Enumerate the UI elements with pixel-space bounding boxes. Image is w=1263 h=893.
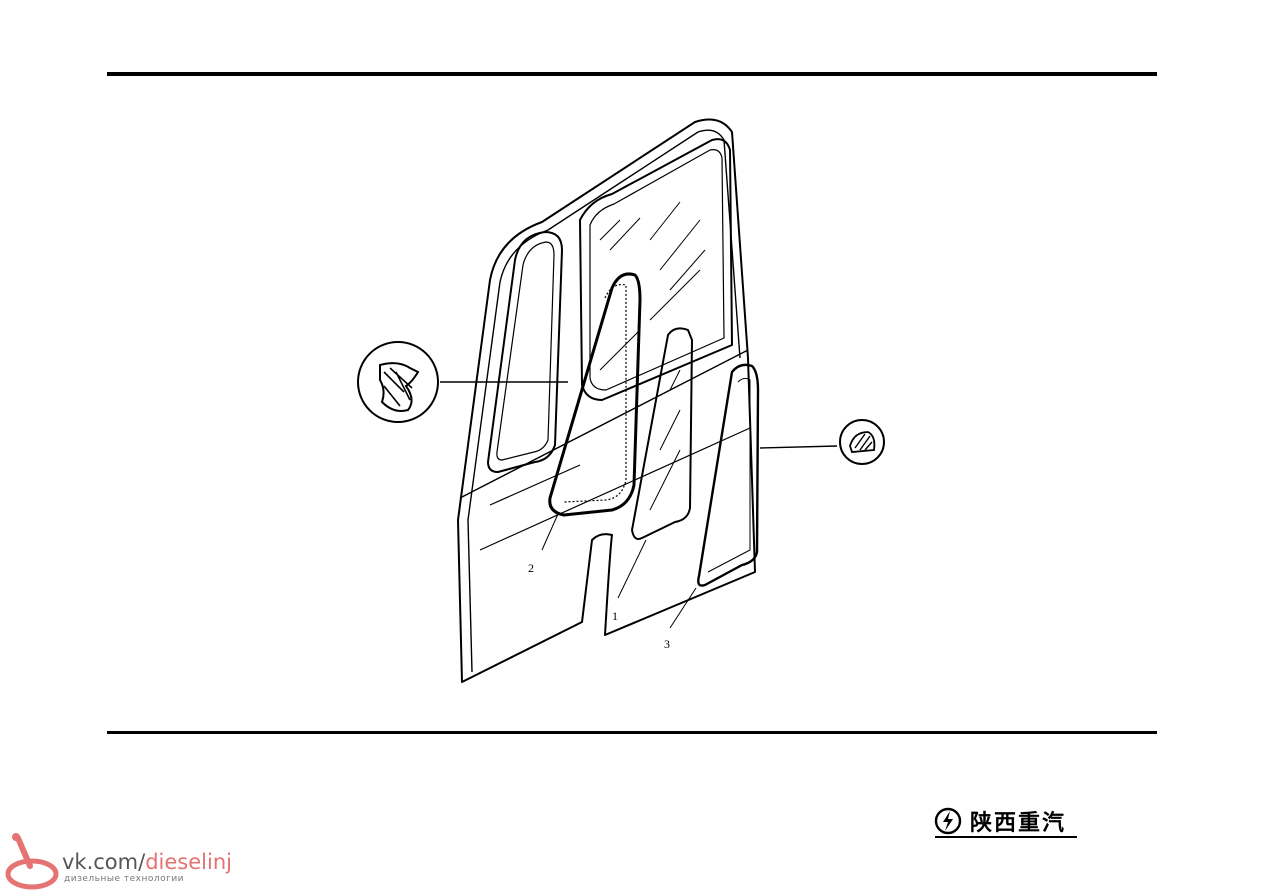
brand-text: 陕西重汽 xyxy=(970,811,1067,836)
glass-1 xyxy=(631,327,693,540)
shacman-logo-icon xyxy=(934,807,962,835)
door-seal-illustration: 2 1 3 xyxy=(357,118,885,683)
main-window-frame xyxy=(579,138,733,401)
section-detail-icon xyxy=(839,419,885,465)
watermark-subtitle: дизельные технологии xyxy=(64,874,185,884)
watermark-text: vk.com/dieselinj xyxy=(62,850,232,874)
callout-2: 2 xyxy=(528,561,534,575)
injector-icon xyxy=(5,833,59,890)
seal-3 xyxy=(697,363,760,587)
callout-3: 3 xyxy=(664,637,670,651)
watermark: vk.com/dieselinj дизельные технологии xyxy=(4,830,254,890)
section-detail-icon xyxy=(357,341,439,423)
brand-underline xyxy=(935,836,1077,838)
left-window-frame xyxy=(487,231,563,473)
top-rule xyxy=(107,72,1157,76)
watermark-prefix: vk.com/ xyxy=(62,850,146,874)
door-outline xyxy=(457,118,756,683)
leader-seal-3 xyxy=(759,445,838,449)
seal-2 xyxy=(548,272,642,517)
watermark-accent: dieselinj xyxy=(145,850,232,874)
brand-mark: 陕西重汽 xyxy=(934,804,1076,838)
callout-1: 1 xyxy=(612,609,618,623)
door-inner-edge xyxy=(467,129,741,673)
bottom-rule xyxy=(107,731,1157,734)
